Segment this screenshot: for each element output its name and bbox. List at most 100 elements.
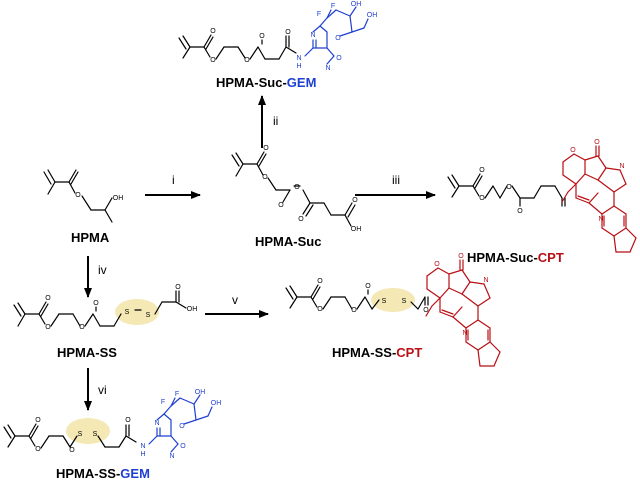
reagent-label-iv: iv xyxy=(98,263,107,277)
atom-h: H xyxy=(140,451,145,458)
atom-n: N xyxy=(619,163,624,170)
atom-n: N xyxy=(462,330,467,337)
atom-o: O xyxy=(506,184,512,191)
atom-o: O xyxy=(517,208,523,215)
atom-o: O xyxy=(75,192,81,199)
atom-o: O xyxy=(210,28,216,35)
atom-o: O xyxy=(179,423,185,430)
atom-f: F xyxy=(331,3,335,10)
atom-o: O xyxy=(594,139,600,146)
atom-o: O xyxy=(69,447,75,454)
structure-hpma-ss-gem-linker xyxy=(3,423,137,449)
compound-label-hpma-suc: HPMA-Suc xyxy=(255,234,322,249)
atom-s: S xyxy=(125,309,130,316)
atom-o: O xyxy=(285,29,291,36)
atom-o: O xyxy=(180,443,186,450)
atom-o: O xyxy=(458,253,464,260)
structure-hpma-suc-gem-linker xyxy=(178,34,297,60)
atom-oh: OH xyxy=(351,1,362,8)
atom-o: O xyxy=(336,55,342,62)
atom-o: O xyxy=(365,283,371,290)
atom-oh: OH xyxy=(113,195,124,202)
compound-label-hpma-suc-gem: HPMA-Suc-GEM xyxy=(216,75,316,90)
atom-f: F xyxy=(317,11,321,18)
atom-oh: OH xyxy=(351,226,362,233)
compound-label-drug-cpt: CPT xyxy=(537,250,564,265)
atom-o: O xyxy=(298,216,304,223)
atom-o: O xyxy=(434,261,440,268)
compound-label-drug-gem: GEM xyxy=(120,466,150,481)
compound-label-drug-gem: GEM xyxy=(286,75,317,90)
atom-o: O xyxy=(93,300,99,307)
structure-hpma-ss xyxy=(13,290,187,327)
atom-s: S xyxy=(93,431,98,438)
atom-n: N xyxy=(169,453,174,460)
atom-n: N xyxy=(140,443,145,450)
atom-s: S xyxy=(402,298,407,305)
atom-o: O xyxy=(263,145,269,152)
reagent-label-v: v xyxy=(232,293,238,307)
atom-o: O xyxy=(45,324,51,331)
compound-label-base: HPMA-Suc- xyxy=(467,250,538,265)
atom-h: H xyxy=(296,63,301,70)
atom-o: O xyxy=(335,35,341,42)
atom-o: O xyxy=(45,295,51,302)
camptothecin-fragment xyxy=(425,259,501,367)
atom-o: O xyxy=(317,278,323,285)
compound-label-hpma-ss-gem: HPMA-SS-GEM xyxy=(56,466,150,481)
compound-label-base: HPMA-SS- xyxy=(332,345,397,360)
atom-n: N xyxy=(310,32,315,39)
atom-o: O xyxy=(262,174,268,181)
atom-o: O xyxy=(259,33,265,40)
atom-o: O xyxy=(79,324,85,331)
compound-label-hpma-ss: HPMA-SS xyxy=(57,345,117,360)
atom-s: S xyxy=(78,431,83,438)
atom-o: O xyxy=(210,57,216,64)
atom-o: O xyxy=(35,417,41,424)
structure-hpma-ss-cpt-linker xyxy=(285,284,429,310)
atom-o: O xyxy=(244,57,250,64)
atom-o: O xyxy=(351,307,357,314)
reagent-label-ii: ii xyxy=(273,114,279,128)
atom-o: O xyxy=(35,446,41,453)
compound-label-base: HPMA-Suc- xyxy=(216,75,287,90)
atom-o: O xyxy=(125,417,131,424)
atom-o: O xyxy=(352,197,358,204)
atom-oh: OH xyxy=(367,12,378,19)
structure-hpma-suc-cpt-linker xyxy=(447,173,566,207)
atom-o: O xyxy=(278,202,284,209)
compound-label-hpma-ss-cpt: HPMA-SS-CPT xyxy=(332,345,422,360)
atom-f: F xyxy=(175,391,179,398)
atom-o: O xyxy=(175,284,181,291)
atom-oh: OH xyxy=(195,389,206,396)
atom-f: F xyxy=(161,399,165,406)
atom-n: N xyxy=(154,420,159,427)
disulfide-highlight xyxy=(66,418,110,444)
reagent-label-i: i xyxy=(172,173,175,187)
atom-n: N xyxy=(325,65,330,72)
compound-label-hpma-suc-cpt: HPMA-Suc-CPT xyxy=(467,250,564,265)
atom-s: S xyxy=(382,298,387,305)
disulfide-highlight xyxy=(115,299,159,325)
atom-n: N xyxy=(296,55,301,62)
compound-label-drug-cpt: CPT xyxy=(396,345,423,360)
atom-o: O xyxy=(294,184,300,191)
atom-o: O xyxy=(423,307,429,314)
atom-o: O xyxy=(570,147,576,154)
camptothecin-fragment xyxy=(561,145,637,253)
compound-label-hpma: HPMA xyxy=(71,230,110,245)
structure-hpma-suc xyxy=(231,151,356,227)
atom-n: N xyxy=(598,216,603,223)
gemcitabine-fragment xyxy=(304,6,369,65)
compound-label-base: HPMA-SS- xyxy=(56,466,121,481)
atom-oh: OH xyxy=(211,400,222,407)
atom-s: S xyxy=(146,312,151,319)
structure-hpma xyxy=(43,169,113,223)
atom-o: O xyxy=(479,167,485,174)
disulfide-highlight xyxy=(371,288,415,312)
reagent-label-iii: iii xyxy=(392,173,400,187)
gemcitabine-fragment xyxy=(148,394,213,453)
atom-o: O xyxy=(479,195,485,202)
atom-o: O xyxy=(317,306,323,313)
